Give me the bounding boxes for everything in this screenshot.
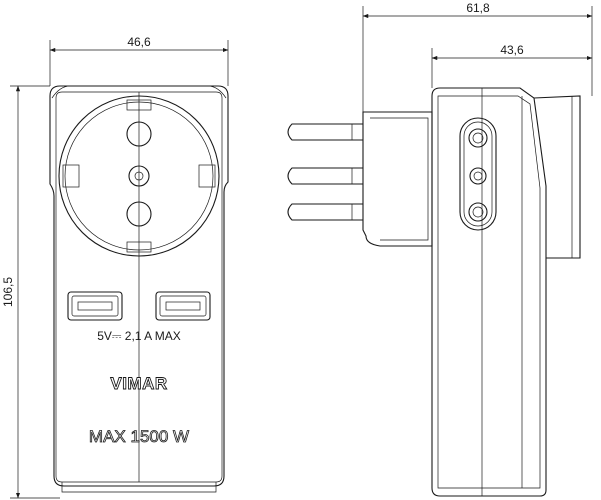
max-power-label: MAX 1500 W	[89, 427, 189, 446]
dimension-front-width: 46,6	[49, 35, 229, 86]
side-socket-back	[533, 95, 581, 259]
socket-outer-ring	[58, 95, 220, 257]
plug-pins	[287, 123, 363, 221]
dimension-side-body-text: 43,6	[500, 43, 524, 57]
side-body-outline	[431, 87, 547, 497]
usb-rating-label: 5V⎓ 2,1 A MAX	[97, 329, 181, 343]
front-body-outline	[49, 85, 229, 487]
dimension-front-height: 106,5	[1, 85, 60, 499]
socket-hole-center	[128, 165, 150, 187]
usb-port-left	[67, 291, 123, 321]
dimension-side-total-text: 61,8	[466, 1, 490, 15]
side-view	[287, 87, 581, 497]
dimension-front-width-text: 46,6	[127, 35, 151, 49]
socket-hole-bottom	[126, 201, 152, 227]
socket-inner-ring	[64, 101, 214, 251]
brand-logo: VIMAR	[110, 374, 167, 393]
dimension-front-height-text: 106,5	[1, 277, 15, 307]
dimension-side-total: 61,8	[362, 1, 593, 112]
plug-base	[362, 111, 433, 247]
usb-port-right	[155, 291, 211, 321]
socket-hole-top	[126, 121, 152, 147]
dimension-side-body: 43,6	[431, 43, 593, 88]
front-view: 5V⎓ 2,1 A MAX VIMAR MAX 1500 W	[49, 85, 229, 493]
side-mini-socket	[459, 117, 497, 231]
